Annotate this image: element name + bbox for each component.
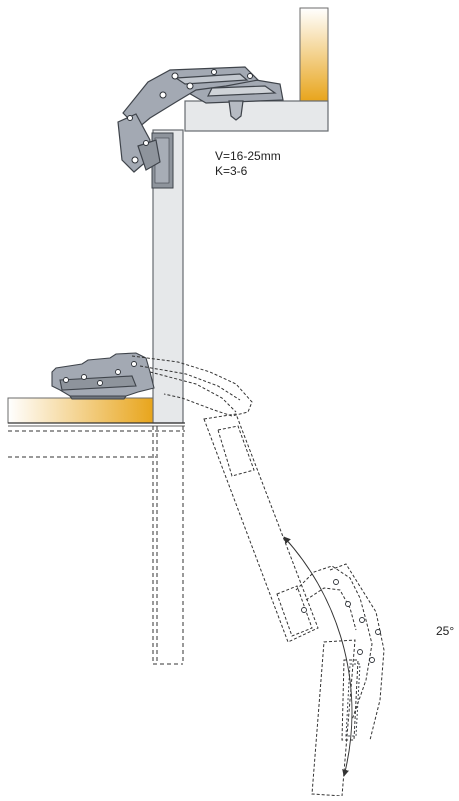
top-cabinet-side-panel <box>299 7 329 102</box>
top-hinge-arm <box>122 66 260 129</box>
bottom-cabinet-top <box>7 397 154 424</box>
top-cabinet <box>184 7 329 132</box>
ghost-door-open <box>311 639 356 797</box>
bottom-cabinet <box>7 397 185 665</box>
lifted-door <box>151 129 184 424</box>
top-hinge-dowel <box>228 100 244 121</box>
bottom-hinge <box>51 352 155 400</box>
spec-k-range: K=3-6 <box>215 164 248 178</box>
angle-arc <box>283 536 353 777</box>
spec-v-range: V=16-25mm <box>215 149 281 163</box>
top-hinge <box>117 66 284 173</box>
ghost-door-extended <box>203 413 319 643</box>
open-hinge-cup <box>301 579 381 737</box>
bottom-cabinet-hidden-outline <box>8 426 185 665</box>
angle-label: 25° <box>436 624 455 638</box>
top-cabinet-shelf <box>184 100 329 132</box>
